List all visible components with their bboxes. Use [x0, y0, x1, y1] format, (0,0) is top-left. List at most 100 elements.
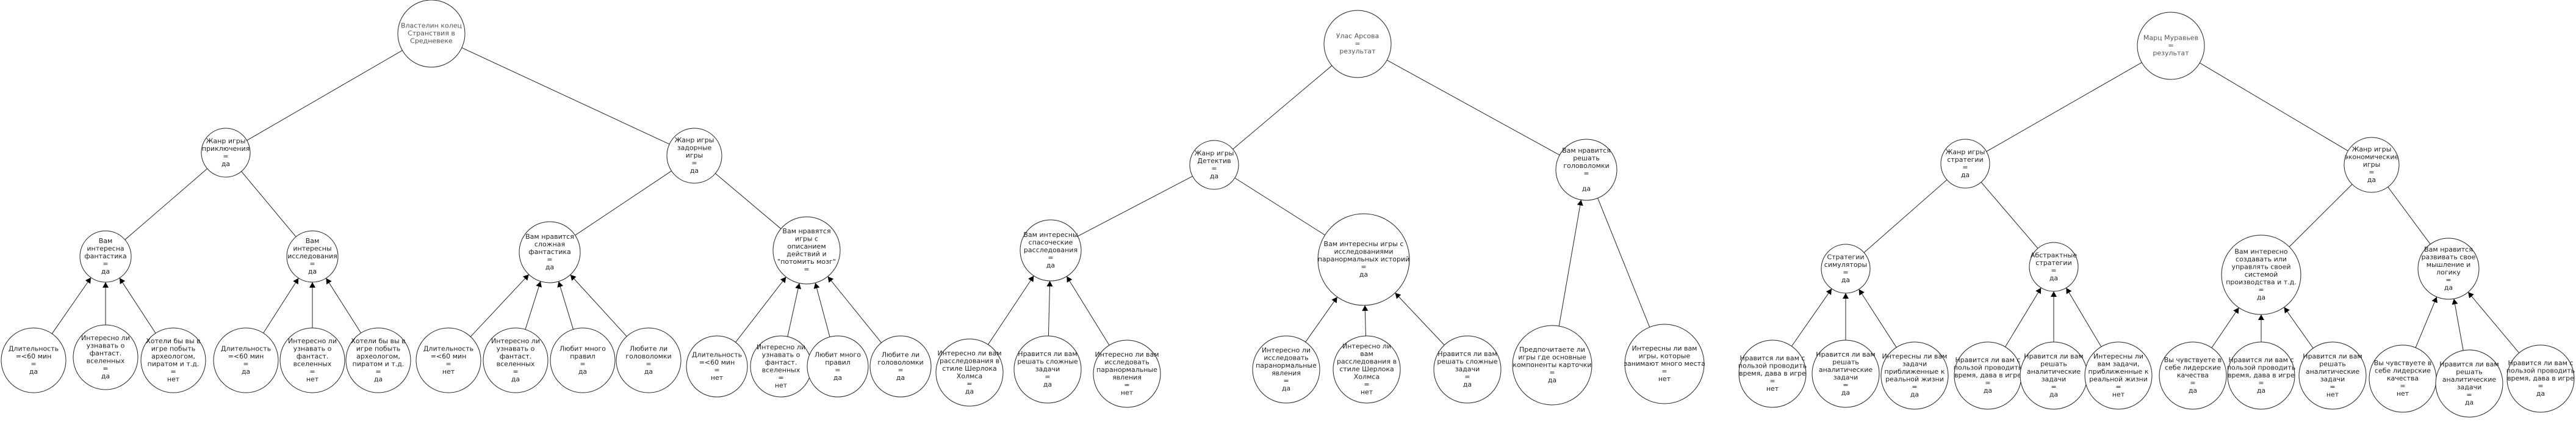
- tree-edge: [51, 277, 92, 334]
- arrowhead: [2035, 288, 2042, 294]
- node-label-line: нет: [1766, 385, 1779, 393]
- arrowhead: [1067, 276, 1073, 283]
- node-circle: [2435, 349, 2503, 418]
- tree-edge: [1066, 276, 1110, 346]
- node-label-line: нет: [1361, 388, 1373, 396]
- node-label-line: да: [1548, 376, 1556, 384]
- node-label-line: создавать или: [2236, 255, 2287, 263]
- node-label-line: =: [1364, 380, 1369, 388]
- node-circle: [869, 335, 932, 398]
- node-label-line: =: [1211, 164, 1217, 172]
- node-label-line: да: [1046, 261, 1055, 269]
- node-circle: [397, 0, 466, 68]
- tree-edge: [1986, 62, 2142, 152]
- arrowhead: [1826, 288, 1832, 296]
- node-label-line: =: [2538, 382, 2543, 390]
- node-label-line: нет: [2326, 390, 2339, 398]
- tree-edge: [1078, 176, 1193, 237]
- node-circle: [1317, 213, 1410, 306]
- node-circle: [686, 335, 748, 398]
- arrowhead: [1046, 280, 1053, 287]
- node-label-line: да: [1463, 380, 1472, 388]
- node-label-line: Нравится ли вам: [2439, 360, 2499, 368]
- tree-edge: [326, 278, 362, 333]
- node-circle: [2227, 341, 2295, 410]
- node-label-line: Нравится ли вам с: [1955, 356, 2021, 364]
- node-circle: [1, 327, 67, 393]
- edges-layer: [51, 47, 2520, 354]
- node-label-line: явления: [1272, 369, 1301, 377]
- node-label-line: =: [513, 368, 518, 376]
- tree-edge: [570, 274, 627, 337]
- node-circle: [2029, 242, 2079, 292]
- node-label-line: нет: [442, 368, 455, 376]
- tree-node: Вам интересны игры сисследованиямипарано…: [1317, 213, 1410, 306]
- node-label-line: нет: [2112, 390, 2125, 398]
- node-label-line: задачи: [1902, 360, 1927, 368]
- node-label-line: Любите ли: [882, 351, 919, 358]
- node-label-line: Странствия в: [408, 29, 455, 37]
- node-label-line: =: [223, 152, 228, 160]
- node-label-line: Вы чувствуете в: [2374, 359, 2432, 367]
- node-label-line: =: [1361, 263, 1366, 271]
- tree-edge: [1234, 177, 1325, 236]
- tree-edge: [119, 277, 156, 333]
- arrowhead: [2051, 291, 2057, 297]
- node-label-line: аналитические: [2306, 368, 2360, 376]
- node-label-line: фантаст.: [90, 349, 121, 357]
- node-label-line: =: [2400, 382, 2405, 390]
- node-label-line: Властелин колец: [401, 22, 462, 30]
- node-label-line: =: [2168, 42, 2173, 49]
- node-label-line: Вам нравится: [525, 233, 574, 241]
- node-label-line: =: [2330, 383, 2335, 391]
- node-label-line: время, дава в игре: [2228, 371, 2295, 379]
- arrowhead: [2284, 307, 2290, 314]
- node-label-line: =: [2051, 266, 2056, 274]
- node-label-line: Длительность: [221, 344, 271, 352]
- node-label-line: да: [101, 372, 110, 380]
- node-circle: [2298, 341, 2367, 410]
- node-label-line: Интересны ли вам: [1882, 352, 1948, 360]
- arrowhead: [2066, 288, 2072, 294]
- node-label-line: Интересно ли вам: [1095, 351, 1159, 358]
- node-label-line: =<60 мин: [16, 352, 52, 360]
- node-label-line: задачи: [2042, 375, 2067, 383]
- node-label-line: =: [2445, 276, 2451, 284]
- tree-node: Длительность=<60 мин=да: [213, 327, 279, 393]
- tree-edge: [1858, 289, 1897, 348]
- arrowhead: [2233, 307, 2239, 315]
- node-circle: [1189, 140, 1239, 190]
- node-label-line: =: [580, 360, 585, 368]
- node-label-line: аналитические: [1819, 366, 1873, 374]
- node-label-line: =: [1843, 268, 1848, 276]
- tree-edge: [815, 282, 830, 337]
- node-label-line: вселенных: [293, 360, 332, 368]
- node-label-line: паранормальных историй: [1318, 255, 1410, 263]
- tree-edge: [2387, 186, 2431, 245]
- node-label-line: да: [1961, 171, 1970, 179]
- node-label-line: вам: [1360, 350, 1373, 358]
- node-label-line: игры: [2363, 161, 2381, 169]
- node-label-line: да: [511, 375, 520, 383]
- node-label-line: правил: [825, 358, 851, 366]
- node-label-line: Вам интересны: [1023, 231, 1078, 239]
- node-label-line: =: [1045, 373, 1050, 381]
- node-label-line: Интересно ли: [491, 337, 540, 345]
- node-label-line: =<60 мин: [699, 358, 735, 366]
- tree-edge: [715, 173, 782, 229]
- tree-edge: [2415, 296, 2437, 348]
- node-label-line: =: [170, 368, 176, 376]
- node-label-line: экономические: [2345, 153, 2399, 161]
- node-label-line: решать: [1832, 358, 1858, 366]
